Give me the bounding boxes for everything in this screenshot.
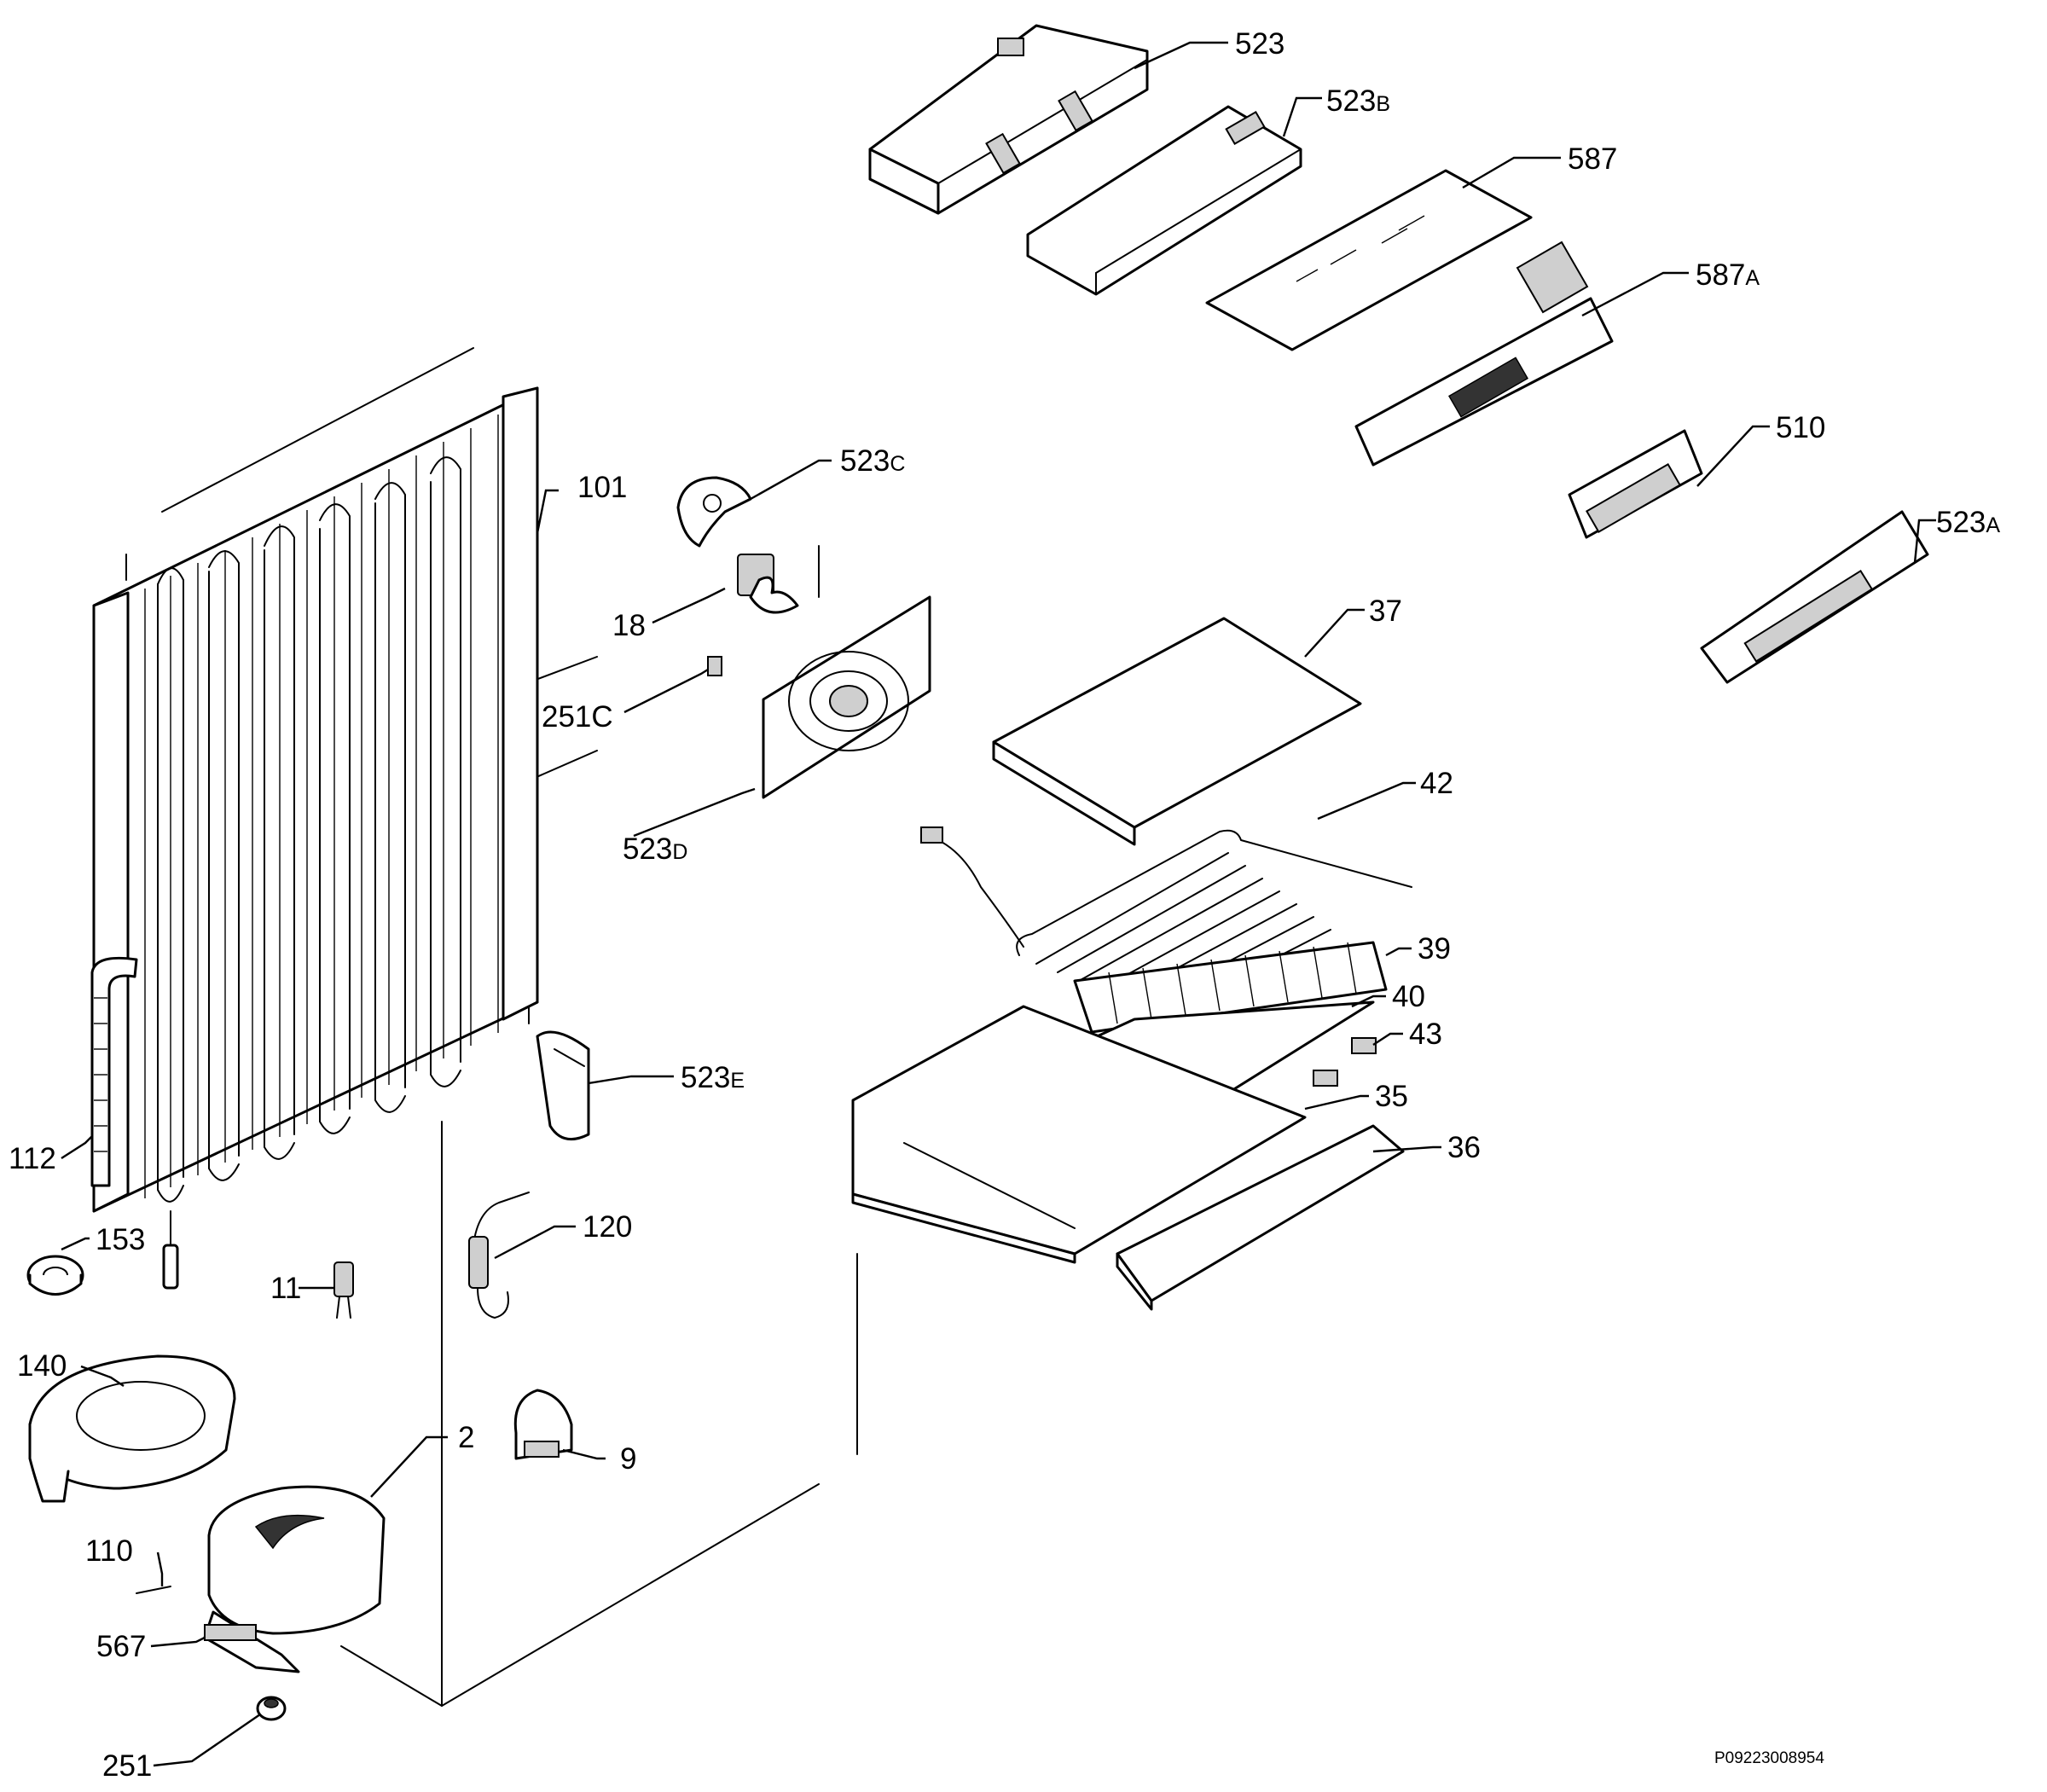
control-board-587 [1205,169,1533,351]
callout-523d: 523D [623,832,687,866]
callout-153: 153 [96,1223,145,1256]
callout-40: 40 [1392,980,1425,1013]
sensor-120 [468,1192,530,1319]
fan-cover-523d [762,595,931,799]
connectors-43 [1313,1037,1377,1087]
mount-567 [204,1624,257,1641]
callout-11: 11 [270,1272,301,1305]
callout-567: 567 [96,1630,146,1663]
callout-251c: 251C [542,700,613,734]
callout-2: 2 [458,1421,474,1454]
heatsink-39 [1073,941,1388,1034]
callout-140: 140 [17,1349,67,1383]
pipe-112 [90,956,138,1187]
control-housing-523b [1026,105,1302,296]
callout-523: 523 [1235,27,1284,61]
shelf-37 [992,617,1362,846]
compressor-2 [203,1485,386,1673]
callout-112: 112 [9,1142,56,1175]
document-code: P09223008954 [1714,1749,1824,1767]
fan-part-251c [707,656,722,676]
panel-523a [1700,510,1929,684]
relay-9 [513,1389,573,1460]
drawer-36 [1116,1124,1405,1311]
callout-251: 251 [102,1749,152,1783]
condenser-101 [92,386,539,1290]
bracket-523e [536,1030,590,1141]
callout-42: 42 [1420,767,1453,800]
callout-18: 18 [612,609,646,642]
display-board-587a [1354,241,1614,467]
callout-523b: 523B [1326,84,1390,118]
callout-587a: 587A [1696,258,1760,292]
bushing-153 [26,1255,84,1296]
callout-523c: 523C [840,444,905,478]
callout-37: 37 [1369,594,1402,628]
callout-587: 587 [1568,142,1617,176]
panel-510 [1568,429,1703,539]
pin-110 [136,1586,171,1594]
callout-120: 120 [583,1210,632,1244]
control-housing-523 [868,24,1149,215]
fan-motor-18 [737,554,799,614]
callout-523e: 523E [681,1061,745,1094]
evaporator-coil-42 [920,826,1412,1016]
callout-35: 35 [1375,1080,1408,1113]
drip-tray-35 [851,1005,1307,1264]
capacitor-11 [333,1261,354,1319]
callout-36: 36 [1447,1131,1481,1164]
callout-43: 43 [1409,1018,1442,1051]
callout-labels: 523 523B 587 587A 510 523A 523C 101 18 2… [9,27,2000,1783]
callout-9: 9 [620,1442,636,1476]
tray-140 [28,1354,236,1503]
callout-39: 39 [1418,932,1451,966]
callout-110: 110 [85,1534,133,1568]
callout-101: 101 [577,471,627,504]
callout-523a: 523A [1936,506,2000,539]
grommet-251 [256,1696,287,1721]
leader-lines [61,41,1936,1767]
callout-510: 510 [1776,411,1825,444]
fan-holder-523c [676,476,752,548]
